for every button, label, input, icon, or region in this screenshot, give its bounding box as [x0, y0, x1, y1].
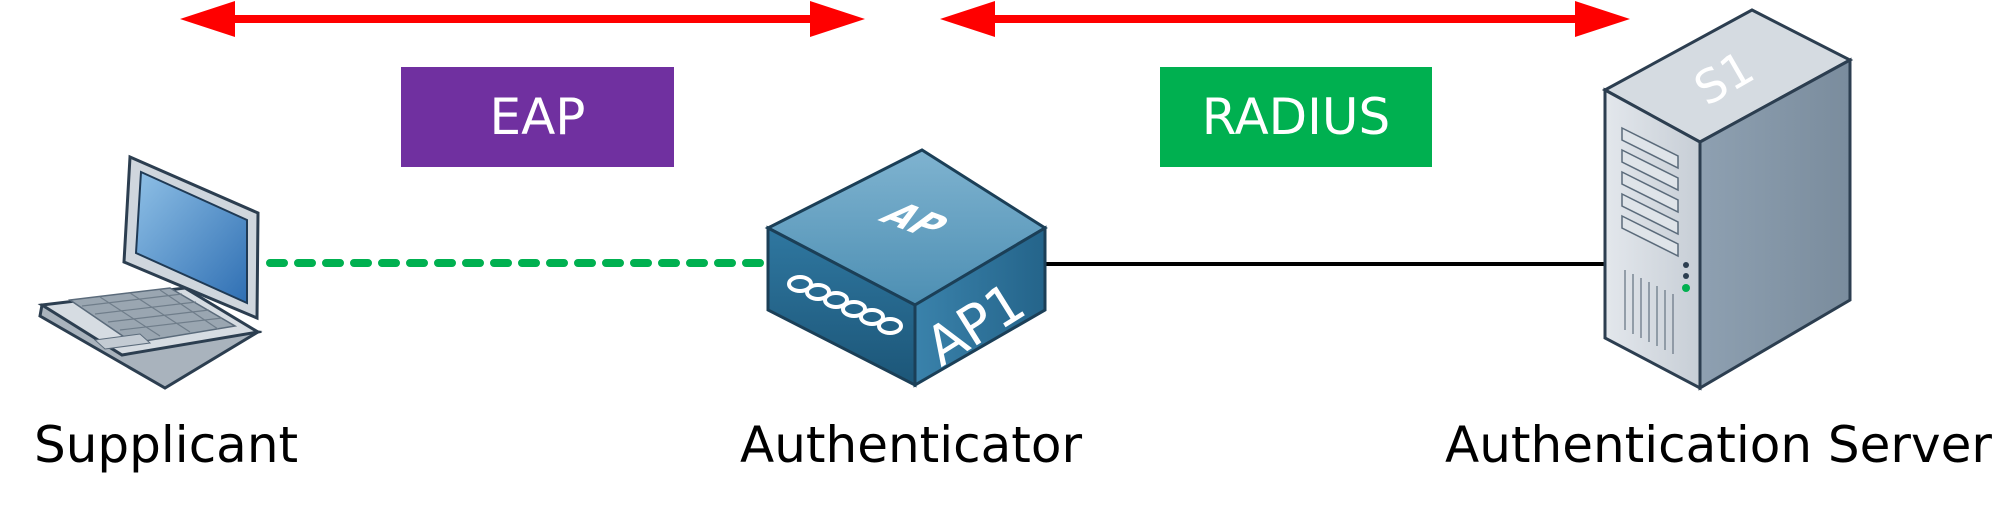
eap-protocol-box: EAP: [401, 67, 674, 167]
radius-span-arrow: [940, 1, 1630, 37]
authenticator-label: Authenticator: [740, 416, 1083, 474]
authentication-server-label: Authentication Server: [1445, 416, 1992, 474]
supplicant-label: Supplicant: [34, 416, 299, 474]
access-point-icon: AP AP1: [764, 148, 1048, 388]
radius-protocol-box: RADIUS: [1160, 67, 1432, 167]
eap-span-arrow: [180, 1, 865, 37]
eap-label: EAP: [489, 88, 586, 146]
server-icon: S1: [1601, 8, 1854, 391]
radius-label: RADIUS: [1201, 88, 1391, 146]
laptop-icon: [37, 154, 263, 390]
